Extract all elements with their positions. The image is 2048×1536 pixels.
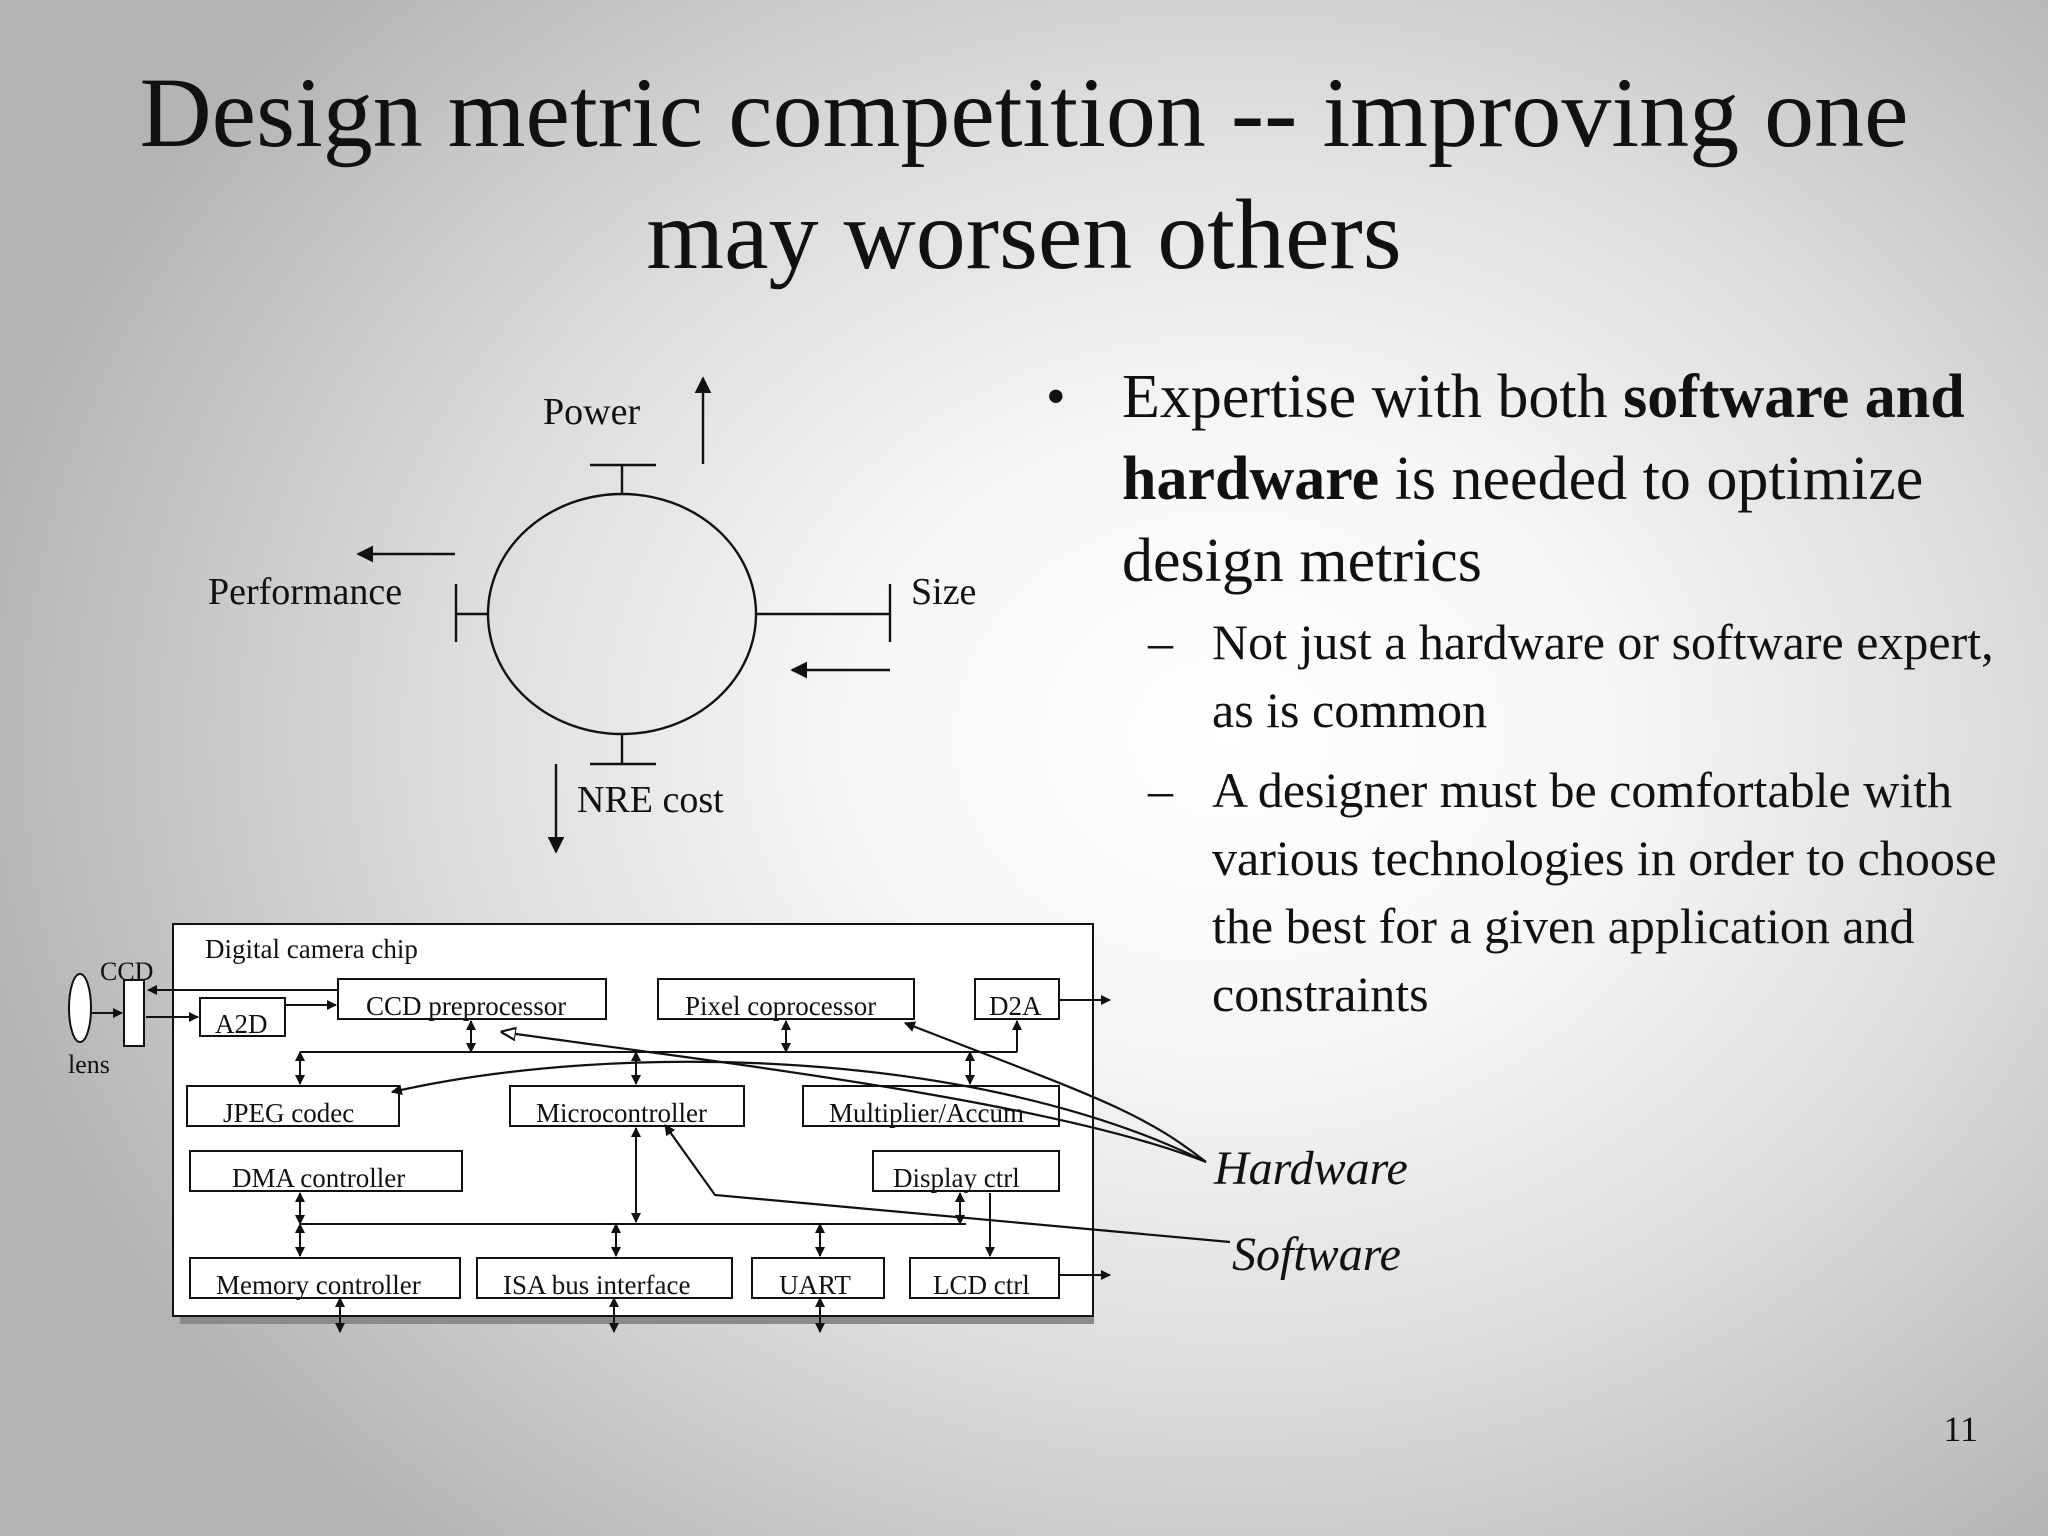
lcd-ctrl-label: LCD ctrl xyxy=(933,1270,1030,1300)
dma-controller-label: DMA controller xyxy=(232,1163,405,1193)
performance-label: Performance xyxy=(208,571,402,613)
bullet-main-bold: software and hardware xyxy=(1122,363,1965,513)
sub-bullet-1: – Not just a hardware or software expert… xyxy=(1040,608,2040,744)
sub-bullet-1-text: Not just a hardware or software expert, … xyxy=(1212,614,1994,738)
sub-bullet-2-text: A designer must be comfortable with vari… xyxy=(1212,762,1997,1022)
dma-controller-box xyxy=(189,1150,463,1192)
lens-label: lens xyxy=(68,1050,110,1079)
bullet-dot: • xyxy=(1046,366,1066,428)
a2d-box xyxy=(199,997,286,1037)
sub-bullet-dash: – xyxy=(1148,614,1173,670)
slide-title-line-2: may worsen others xyxy=(646,179,1402,290)
metrics-wheel xyxy=(356,376,892,854)
bullet-list: • Expertise with both software and hardw… xyxy=(1040,356,2040,1028)
ccd-preprocessor-label: CCD preprocessor xyxy=(366,991,566,1021)
jpeg-codec-box xyxy=(186,1085,400,1127)
memory-controller-label: Memory controller xyxy=(216,1270,421,1300)
ccd-label: CCD xyxy=(100,957,153,986)
lens-shape xyxy=(68,973,92,1043)
software-label: Software xyxy=(1232,1228,1401,1281)
uart-box xyxy=(751,1257,885,1299)
pixel-coprocessor-box xyxy=(657,978,915,1020)
size-label: Size xyxy=(911,571,976,613)
bullet-main-text-2: is needed to optimize design metrics xyxy=(1122,445,1924,595)
slide-title: Design metric competition -- improving o… xyxy=(0,52,2048,296)
display-ctrl-label: Display ctrl xyxy=(893,1163,1020,1193)
multiplier-accum-box xyxy=(802,1085,1060,1127)
lcd-ctrl-box xyxy=(909,1257,1060,1299)
ccd-preprocessor-box xyxy=(337,978,607,1020)
memory-controller-box xyxy=(189,1257,461,1299)
microcontroller-box xyxy=(509,1085,745,1127)
multiplier-accum-label: Multiplier/Accum xyxy=(829,1098,1024,1128)
slide-title-line-1: Design metric competition -- improving o… xyxy=(139,57,1909,168)
power-label: Power xyxy=(543,391,640,433)
chip-label: Digital camera chip xyxy=(205,934,418,964)
display-ctrl-box xyxy=(872,1150,1060,1192)
hardware-label: Hardware xyxy=(1213,1142,1408,1195)
microcontroller-label: Microcontroller xyxy=(536,1098,707,1128)
a2d-label: A2D xyxy=(215,1009,268,1039)
slide-number: 11 xyxy=(1943,1409,1978,1449)
metrics-circle xyxy=(486,492,758,736)
bullet-main-text-1: Expertise with both xyxy=(1122,363,1624,431)
isa-bus-interface-label: ISA bus interface xyxy=(503,1270,690,1300)
pixel-coprocessor-label: Pixel coprocessor xyxy=(685,991,876,1021)
jpeg-codec-label: JPEG codec xyxy=(223,1098,354,1128)
bullet-main: • Expertise with both software and hardw… xyxy=(1040,356,2040,602)
d2a-label: D2A xyxy=(989,991,1042,1021)
isa-bus-interface-box xyxy=(476,1257,733,1299)
ccd-shape xyxy=(123,979,145,1047)
camera-chip-diagram: Digital camera chip lens CCD A2D CCD pre… xyxy=(68,923,1408,1333)
sub-bullet-2: – A designer must be comfortable with va… xyxy=(1040,756,2040,1028)
nre-cost-label: NRE cost xyxy=(577,779,724,821)
uart-label: UART xyxy=(779,1270,851,1300)
sub-bullet-dash: – xyxy=(1148,762,1173,818)
